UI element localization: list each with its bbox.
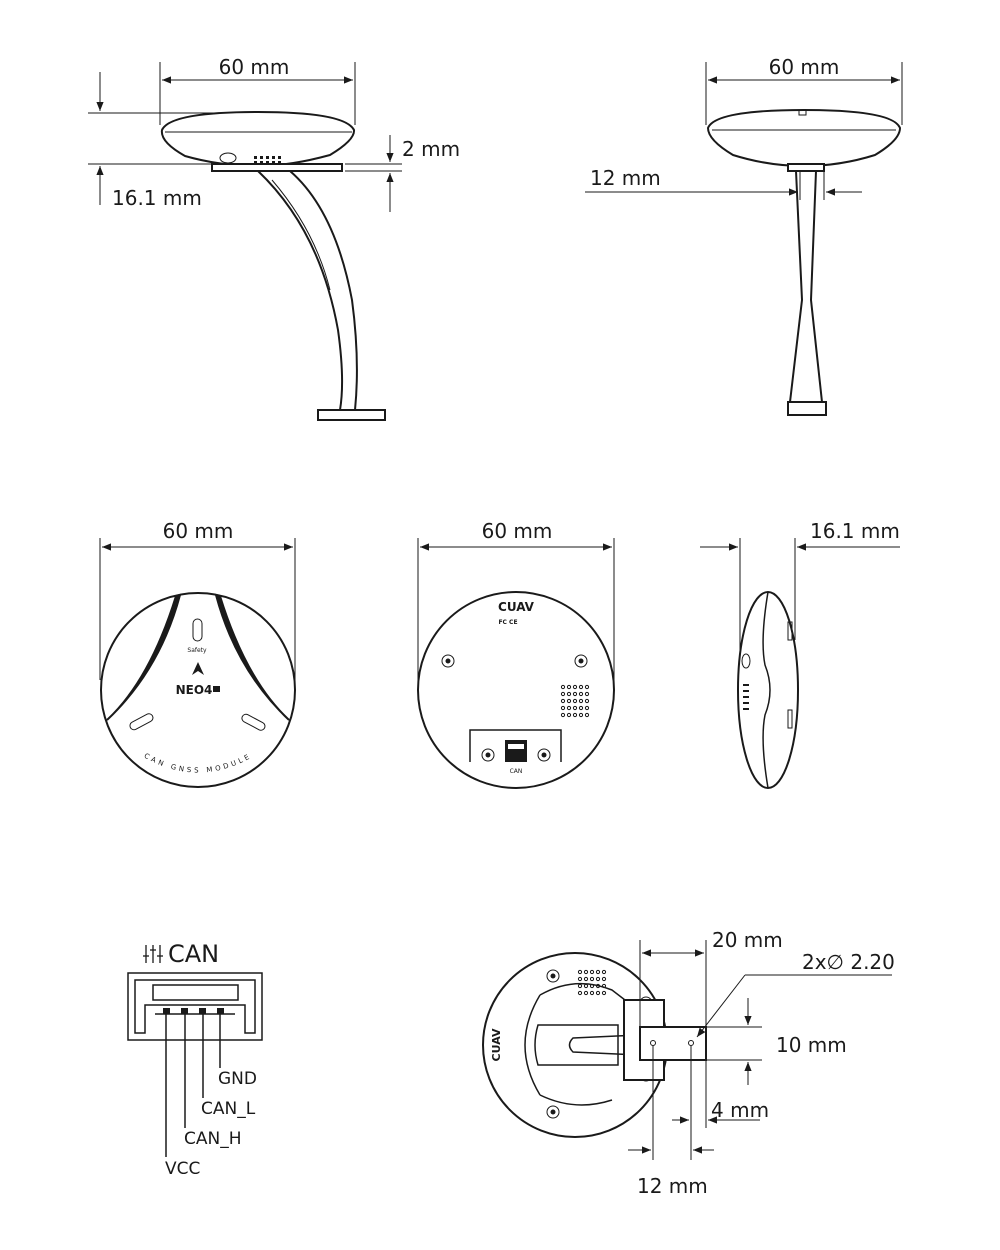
side-mast-view: 60 mm 16.1 mm 2 mm [88,55,460,421]
can-port [505,740,527,762]
height-dimension-label: 16.1 mm [810,519,900,543]
brand-logo: CUAV [490,1028,503,1061]
speaker-grille [560,684,590,718]
mount-view: CUAV 20 mm 2x∅ 2.20 10 mm 4 mm 12 mm [482,928,895,1198]
safety-label: Safety [187,647,207,654]
profile-view: 16.1 mm [700,519,900,789]
hole-spacing-label: 10 mm [776,1033,847,1057]
pin-label-gnd: GND [218,1069,257,1089]
hole-diameter-label: 2x∅ 2.20 [802,950,895,974]
mast [255,170,358,411]
mast-width-label: 12 mm [590,166,661,190]
module-outline [417,591,615,789]
led-window-left [129,713,154,731]
brand-logo: CUAV [498,600,535,614]
module-outline [100,592,296,788]
can-port-icon [143,945,163,963]
height-dimension-label: 16.1 mm [112,186,202,210]
can-connector-pinout: CAN GND CAN_L CAN_H VCC [127,940,263,1179]
hole-pitch-label: 12 mm [637,1174,708,1198]
safety-button[interactable] [192,618,203,642]
gnss-dome [706,108,902,168]
led-window-right [241,713,266,731]
hole-offset-label: 4 mm [711,1098,769,1122]
mount-plate [211,163,343,172]
width-dimension-label: 60 mm [482,519,553,543]
pin-label-can-l: CAN_L [201,1099,256,1119]
cert-marks: FC CE [498,619,517,626]
width-dimension-label: 60 mm [769,55,840,79]
port-label: CAN [510,768,523,775]
front-mast-view: 60 mm 12 mm [585,55,903,416]
bracket-width-label: 20 mm [712,928,783,952]
pin-label-vcc: VCC [165,1159,200,1179]
mast-base [787,401,827,416]
width-dimension-label: 60 mm [219,55,290,79]
connector-title: CAN [168,940,219,968]
width-dimension-label: 60 mm [163,519,234,543]
mast [788,170,824,403]
pin-label-can-h: CAN_H [184,1129,242,1149]
mast-base [317,409,386,421]
top-view: 60 mm Safety NEO4 CAN GNSS MODULE [99,519,296,788]
mount-hole [650,1040,656,1046]
gnss-dome [160,110,356,168]
product-name: NEO4 [176,683,213,697]
bottom-view: 60 mm CUAV FC CE CAN [417,519,615,789]
mount-hole [688,1040,694,1046]
plate-thickness-label: 2 mm [402,137,460,161]
direction-arrow-icon [192,662,204,675]
mast-base-plate [639,1026,707,1061]
